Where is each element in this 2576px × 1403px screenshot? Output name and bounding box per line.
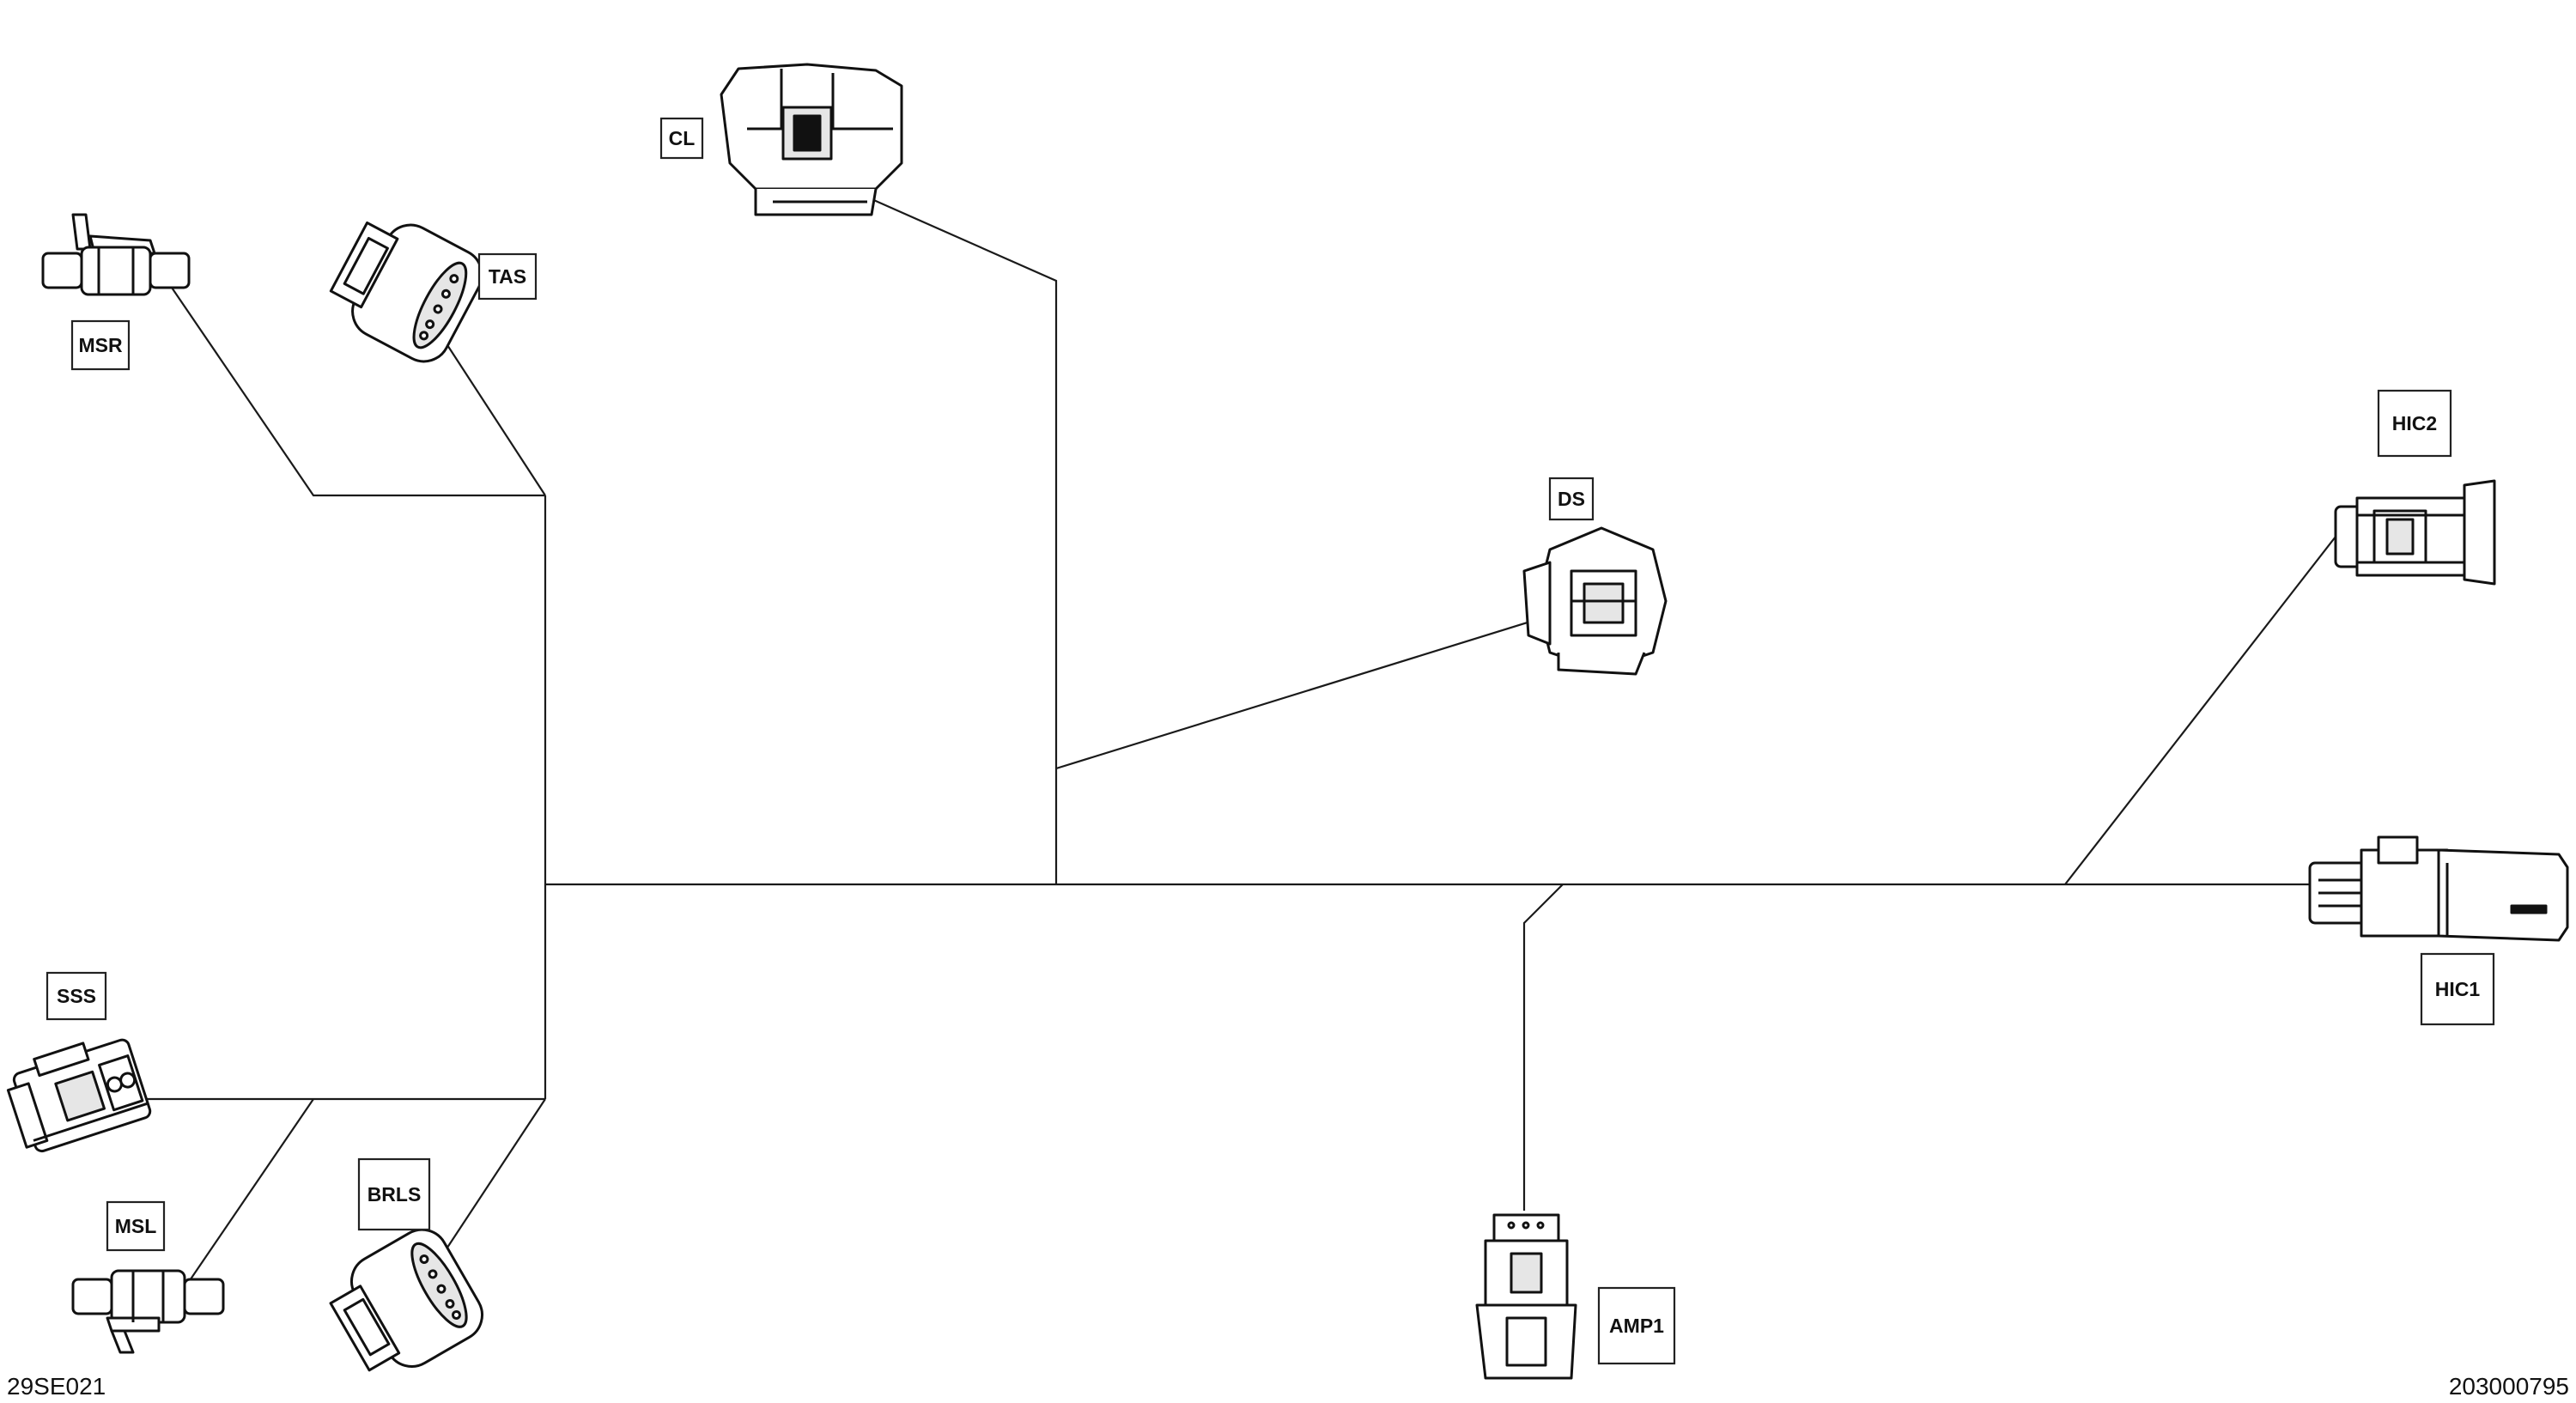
sss-connector-icon [6, 1038, 152, 1153]
figure-code: 29SE021 [7, 1373, 106, 1400]
label-hic2: HIC2 [2377, 389, 2452, 458]
amp1-branch-wire [1522, 884, 1564, 1211]
hic2-branch-wire [2064, 536, 2336, 885]
svg-text:MSR: MSR [78, 334, 123, 356]
ds-connector-icon [1522, 526, 1668, 676]
tas-branch-wire [437, 330, 546, 496]
label-cl: CL [659, 117, 704, 160]
label-tas: TAS [477, 252, 538, 301]
cl-branch-wire [832, 180, 1058, 884]
svg-text:BRLS: BRLS [368, 1183, 422, 1206]
hic2-connector-icon [2334, 479, 2496, 586]
tas-connector-icon [329, 221, 483, 363]
msr-branch-wire [156, 265, 545, 497]
ds-branch-wire [1055, 616, 1542, 770]
svg-text:DS: DS [1558, 488, 1585, 510]
msl-connector-icon [71, 1269, 225, 1354]
svg-text:AMP1: AMP1 [1609, 1315, 1664, 1337]
part-number: 203000795 [2449, 1373, 2569, 1400]
brls-branch-wire [441, 1098, 546, 1256]
label-ds: DS [1548, 477, 1595, 521]
label-sss: SSS [46, 971, 107, 1021]
amp1-connector-icon [1475, 1213, 1577, 1380]
label-msl: MSL [106, 1200, 166, 1252]
svg-text:CL: CL [669, 127, 696, 149]
label-hic1: HIC1 [2420, 952, 2495, 1026]
label-msr: MSR [70, 319, 131, 371]
svg-text:MSL: MSL [115, 1215, 157, 1237]
svg-text:TAS: TAS [489, 265, 526, 288]
svg-text:HIC2: HIC2 [2392, 412, 2437, 434]
harness-wires [129, 180, 2336, 1289]
svg-text:SSS: SSS [57, 985, 96, 1007]
label-brls: BRLS [357, 1157, 431, 1231]
cl-connector-icon [720, 63, 903, 216]
svg-text:HIC1: HIC1 [2435, 978, 2481, 1000]
msl-branch-wire [184, 1098, 314, 1289]
hic1-connector-icon [2308, 835, 2569, 942]
msr-connector-icon [41, 213, 191, 296]
label-amp1: AMP1 [1597, 1286, 1676, 1365]
brls-connector-icon [329, 1228, 483, 1372]
